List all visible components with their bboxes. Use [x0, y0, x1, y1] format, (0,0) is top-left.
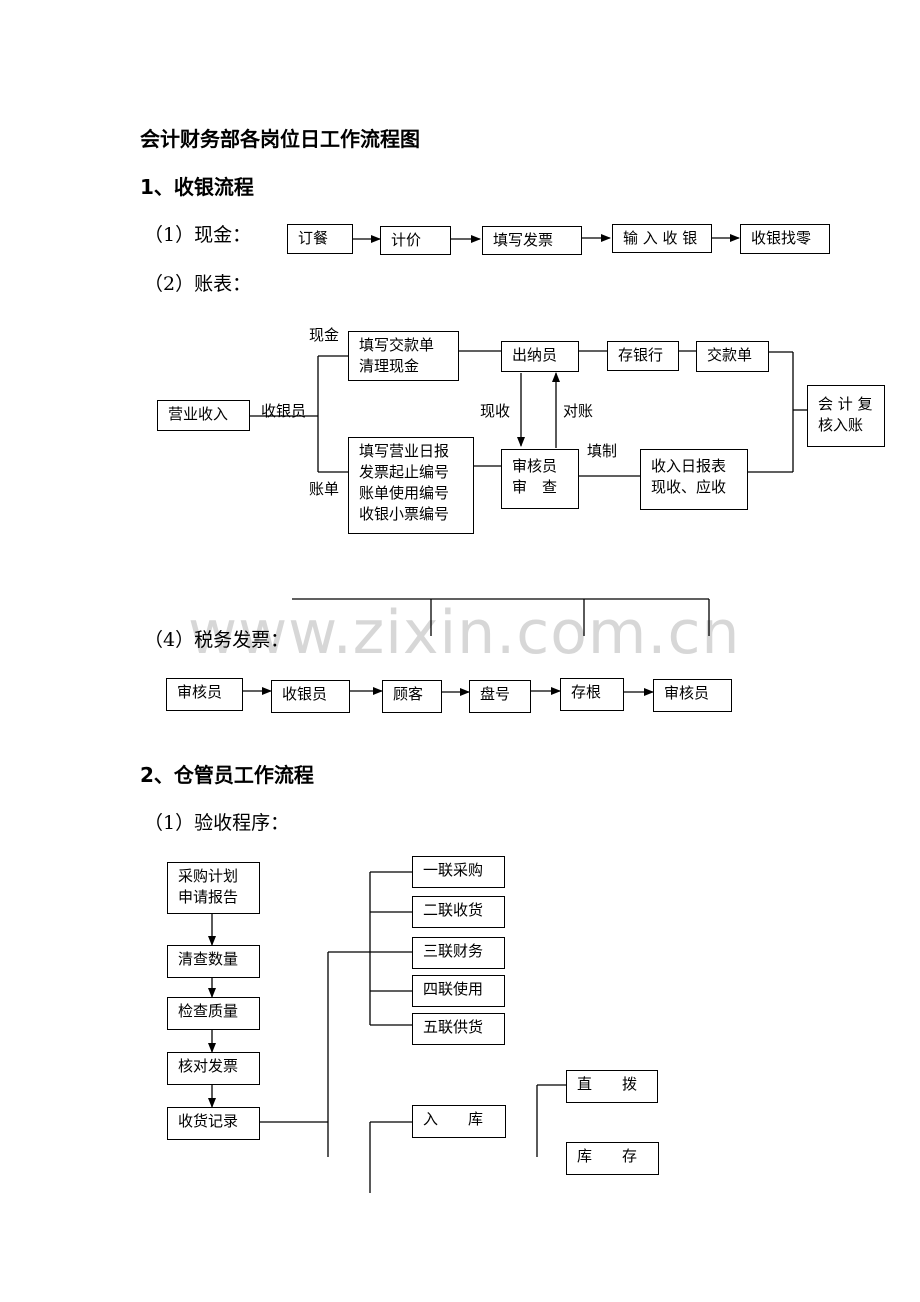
step-receipt-record: 收货记录 — [167, 1107, 260, 1140]
ledger-branch-label: 账单 — [309, 480, 340, 498]
section2-heading: 2、仓管员工作流程 — [140, 763, 314, 787]
flow-box-change: 收银找零 — [740, 224, 830, 254]
step-purchase-plan-line: 采购计划 — [178, 867, 239, 885]
step-quality-check: 检查质量 — [167, 997, 260, 1030]
section1-heading: 1、收银流程 — [140, 175, 254, 199]
cashier-label: 收银员 — [261, 402, 307, 420]
fill-label: 填制 — [587, 442, 618, 460]
auditor-box: 审核员 审 查 — [501, 449, 579, 509]
flow-box-price: 计价 — [380, 226, 451, 255]
copy-box-receiving: 二联收货 — [412, 896, 505, 928]
teller-box: 出纳员 — [501, 341, 579, 372]
accounting-line: 会 计 复 — [818, 395, 873, 413]
flow-box-input-cashier: 输 入 收 银 — [612, 224, 712, 253]
watermark: www.zixin.com.cn — [188, 598, 741, 668]
bill-details-line: 发票起止编号 — [359, 463, 450, 481]
daily-report-line: 收入日报表 — [651, 457, 727, 475]
bill-details-line: 收银小票编号 — [359, 505, 450, 523]
receiving-label: （1）验收程序： — [144, 812, 290, 834]
cash-branch-label: 现金 — [309, 326, 340, 344]
tax-box-auditor: 审核员 — [166, 678, 243, 711]
accounting-box: 会 计 复 核入账 — [807, 385, 885, 447]
step-invoice-check: 核对发票 — [167, 1052, 260, 1085]
daily-report-line: 现收、应收 — [651, 478, 727, 496]
cash-receipt-label: 现收 — [480, 402, 511, 420]
tax-box-number: 盘号 — [469, 680, 531, 713]
accounting-line: 核入账 — [818, 416, 864, 434]
bill-details-line: 填写营业日报 — [359, 442, 450, 460]
cash-handling-box: 填写交款单 清理现金 — [348, 331, 459, 381]
bill-details-line: 账单使用编号 — [359, 484, 450, 502]
bank-box: 存银行 — [607, 341, 679, 371]
cash-handling-line: 清理现金 — [359, 357, 420, 375]
copy-box-usage: 四联使用 — [412, 975, 505, 1007]
daily-report-box: 收入日报表 现收、应收 — [640, 449, 748, 510]
ledger-label: （2）账表： — [144, 273, 252, 295]
stock-box: 库 存 — [566, 1142, 659, 1175]
deposit-slip-box: 交款单 — [696, 341, 769, 372]
tax-box-auditor-final: 审核员 — [653, 679, 732, 712]
copy-box-finance: 三联财务 — [412, 937, 505, 969]
step-purchase-plan: 采购计划 申请报告 — [167, 862, 260, 914]
page-title: 会计财务部各岗位日工作流程图 — [140, 127, 420, 151]
step-purchase-plan-line: 申请报告 — [178, 888, 239, 906]
cash-label: （1）现金： — [144, 224, 252, 246]
tax-invoice-label: （4）税务发票： — [144, 629, 290, 651]
copy-box-supply: 五联供货 — [412, 1013, 505, 1045]
auditor-line: 审核员 — [512, 457, 558, 475]
tax-box-stub: 存根 — [560, 678, 624, 711]
auditor-line: 审 查 — [512, 478, 558, 496]
tax-box-customer: 顾客 — [382, 680, 442, 713]
direct-transfer-box: 直 拨 — [566, 1070, 658, 1103]
flow-box-invoice: 填写发票 — [482, 226, 582, 255]
step-count-check: 清查数量 — [167, 945, 260, 978]
tax-box-cashier: 收银员 — [271, 680, 350, 713]
flow-box-order: 订餐 — [287, 224, 353, 254]
cash-handling-line: 填写交款单 — [359, 336, 435, 354]
bill-details-box: 填写营业日报 发票起止编号 账单使用编号 收银小票编号 — [348, 437, 474, 534]
business-income-box: 营业收入 — [157, 400, 250, 431]
warehouse-in-box: 入 库 — [412, 1105, 506, 1138]
copy-box-purchase: 一联采购 — [412, 856, 505, 888]
reconcile-label: 对账 — [563, 402, 594, 420]
